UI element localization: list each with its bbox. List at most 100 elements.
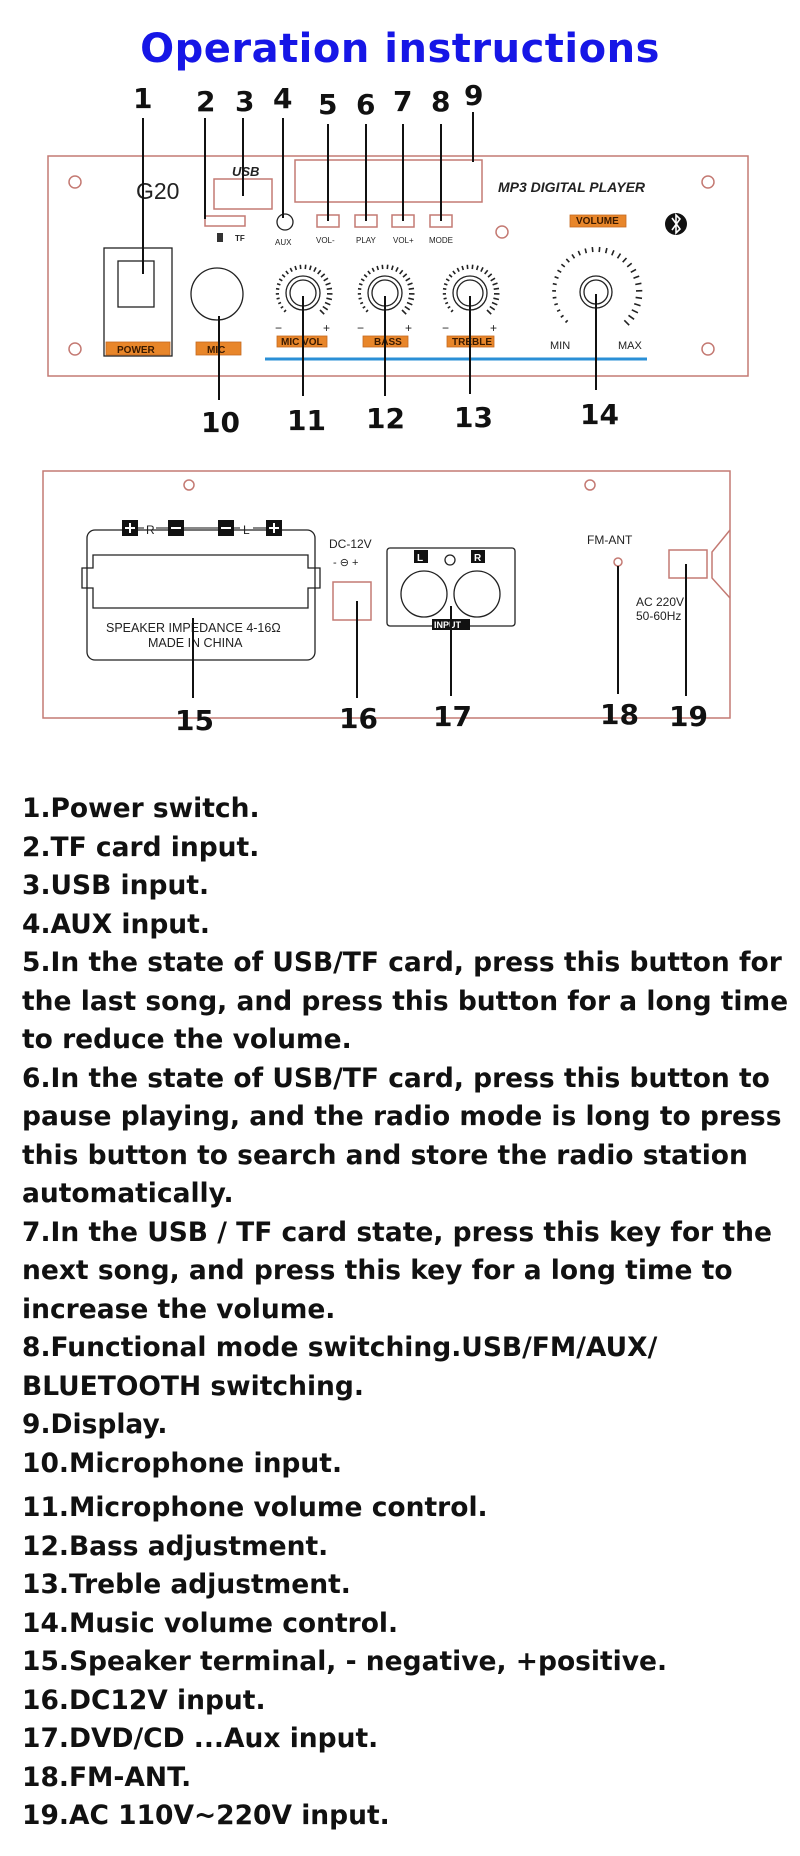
dial-tick <box>278 278 283 282</box>
mounting-hole <box>495 225 509 239</box>
callout-number: 5 <box>318 88 337 121</box>
dial-tick <box>360 278 365 282</box>
aux-jack[interactable] <box>276 213 294 231</box>
dial-tick <box>556 309 561 313</box>
instruction-item: 13.Treble adjustment. <box>22 1569 351 1600</box>
dial-tick <box>564 319 569 324</box>
instruction-item: 10.Microphone input. <box>22 1447 343 1479</box>
instruction-item: 6.In the state of USB/TF card, press thi… <box>22 1062 782 1210</box>
dial-tick <box>444 301 449 305</box>
instruction-item: 18.FM-ANT. <box>22 1761 192 1793</box>
rca-jack-right[interactable] <box>453 570 501 618</box>
dial-tick <box>489 305 496 311</box>
rca-l-tag <box>414 550 428 563</box>
dial-tick <box>363 274 368 278</box>
speaker-terminal-l-minus[interactable] <box>218 520 234 536</box>
volume-tag <box>569 214 627 228</box>
dc-jack[interactable] <box>332 581 372 621</box>
dial-tick <box>631 309 639 314</box>
dial-tick <box>623 319 630 326</box>
speaker-terminal-r-plus[interactable] <box>122 520 138 536</box>
mounting-hole <box>584 479 596 491</box>
callout-number: 2 <box>196 85 215 118</box>
power-tag <box>105 341 171 356</box>
tf-card-slot[interactable] <box>204 215 246 227</box>
dial-tick <box>445 278 450 282</box>
dial-tick <box>450 309 454 313</box>
treble-knob[interactable] <box>442 264 500 315</box>
instruction-item: 5.In the state of USB/TF card, press thi… <box>22 947 789 1055</box>
speaker-l-label: L <box>243 523 250 537</box>
instruction-item: 16.DC12V input. <box>22 1684 266 1716</box>
dial-tick <box>492 282 498 286</box>
rca-jack-left[interactable] <box>400 570 448 618</box>
dial-tick <box>408 297 415 301</box>
dial-tick <box>630 268 637 273</box>
mic-jack[interactable] <box>190 267 244 321</box>
bass-knob[interactable] <box>357 264 415 315</box>
instruction-item: 11.Microphone volume control. <box>22 1492 488 1523</box>
callout-number: 7 <box>393 85 412 118</box>
speaker-terminal-r-minus[interactable] <box>168 520 184 536</box>
dial-tick <box>475 265 479 271</box>
dial-tick <box>358 297 362 300</box>
dial-tick <box>406 301 413 306</box>
dial-tick <box>571 253 576 259</box>
ac-power-cord-entry <box>668 549 708 579</box>
tf-label: TF <box>235 234 245 243</box>
dial-tick <box>367 270 371 275</box>
dial-tick <box>552 296 557 299</box>
callout-number: 1 <box>133 82 152 115</box>
instruction-list: 1.Power switch. 2.TF card input. 3.USB i… <box>22 790 792 1836</box>
callout-number: 10 <box>201 406 240 439</box>
play-label: PLAY <box>356 236 377 245</box>
callout-number: 13 <box>454 401 493 434</box>
bass-minus: − <box>357 321 364 335</box>
instruction-item: 9.Display. <box>22 1409 168 1440</box>
callout-number: 3 <box>235 85 254 118</box>
dial-tick <box>395 267 399 272</box>
speaker-terminal-block <box>86 529 316 661</box>
ac-frequency-label: 50-60Hz <box>636 609 681 623</box>
dial-tick <box>484 269 489 275</box>
dial-tick <box>577 250 581 256</box>
mode-label: MODE <box>429 236 453 245</box>
amplifier-diagram: G20 USB TF AUX VOL- PLAY VOL+ MODE MP3 D… <box>42 79 749 737</box>
power-switch[interactable] <box>117 260 155 308</box>
callout-number: 4 <box>273 82 292 115</box>
mic-vol-label: MIC VOL <box>281 337 323 348</box>
dial-tick <box>285 270 289 275</box>
vol-minus-label: VOL- <box>316 236 335 245</box>
dial-tick <box>443 282 448 286</box>
dial-tick <box>294 265 298 271</box>
instruction-item: 4.AUX input. <box>22 908 210 940</box>
instruction-item: 8.Functional mode switching.USB/FM/AUX/ … <box>22 1332 658 1402</box>
dial-tick <box>407 282 413 286</box>
callout-number: 18 <box>600 698 639 731</box>
instruction-item: 14.Music volume control. <box>22 1607 399 1639</box>
fm-antenna-jack[interactable] <box>613 557 623 567</box>
speaker-terminal-l-plus[interactable] <box>266 520 282 536</box>
dial-tick <box>635 296 643 300</box>
volume-knob[interactable] <box>552 246 643 326</box>
page-title: Operation instructions <box>140 26 660 72</box>
dial-tick <box>325 282 331 286</box>
dial-tick <box>283 309 287 313</box>
dial-tick <box>491 301 498 306</box>
mic-vol-knob[interactable] <box>275 264 333 315</box>
mic-label: MIC <box>207 345 225 356</box>
dial-tick <box>359 301 364 305</box>
dial-tick <box>560 314 564 318</box>
dial-tick <box>584 248 588 254</box>
mounting-hole <box>701 175 715 189</box>
dial-tick <box>281 274 286 278</box>
rear-panel-outline <box>42 470 731 719</box>
power-switch-frame <box>103 247 173 357</box>
rca-r-tag <box>471 550 485 563</box>
dial-tick <box>322 305 329 311</box>
mounting-hole <box>68 175 82 189</box>
dial-tick <box>376 265 380 271</box>
dial-tick <box>557 269 562 273</box>
dial-tick <box>611 249 615 256</box>
ac-voltage-label: AC 220V <box>636 595 684 609</box>
